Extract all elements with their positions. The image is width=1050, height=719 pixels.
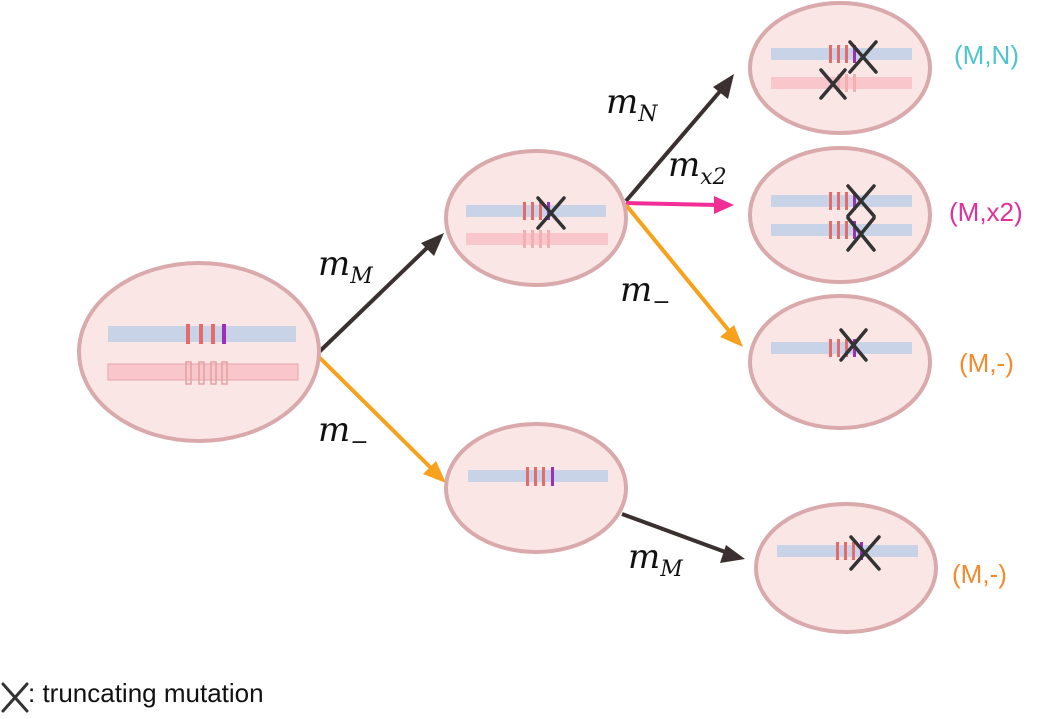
maternal-chromosome: [771, 342, 912, 354]
cell-mminus-2: [754, 502, 938, 634]
truncation-x-icon: [536, 196, 566, 230]
mutation-marks: [526, 467, 554, 486]
cell-mid-top: [444, 149, 628, 287]
truncation-x-icon: [819, 68, 847, 100]
cell-membrane: [748, 146, 932, 284]
mutation-marks: [829, 192, 856, 239]
mutation-marks: [829, 45, 856, 92]
cell-mn: [748, 1, 932, 135]
maternal-chromosome: [777, 545, 918, 557]
maternal-chromosome: [466, 205, 606, 217]
truncation-x-icon: [846, 184, 876, 218]
genotype-label-mn: (M,N): [954, 40, 1019, 70]
arrow-root-to-mid-bottom: [316, 354, 446, 483]
cell-membrane: [748, 1, 932, 135]
arrow-root-to-mid-top: [316, 233, 444, 355]
paternal-chromosome: [466, 233, 608, 245]
rate-label-low-m: mM: [628, 537, 683, 582]
truncation-x-icon: [848, 40, 878, 74]
cell-membrane: [748, 294, 932, 430]
maternal-chromosome: [771, 195, 912, 207]
arrow-mid-bottom-to-right: [621, 512, 745, 563]
arrow-mid-to-mn: [624, 74, 734, 203]
cell-mid-bottom: [444, 422, 628, 554]
rate-label-mid-minus: m−: [620, 270, 671, 315]
genotype-label-mminus-2: (M,-): [952, 559, 1007, 589]
cell-membrane: [77, 261, 321, 443]
cell-mx2: [748, 146, 932, 284]
truncation-x-icon: [846, 216, 876, 252]
rate-label-mid-n: mN: [606, 82, 658, 127]
arrow-mid-to-mx2: [625, 196, 734, 214]
truncation-x-icon: [839, 328, 868, 362]
cell-membrane: [444, 422, 628, 554]
genotype-label-mminus-1: (M,-): [959, 348, 1014, 378]
legend: : truncating mutation: [1, 678, 264, 713]
paternal-chromosome: [771, 77, 912, 89]
truncation-x-icon: [1, 682, 29, 713]
legend-text: : truncating mutation: [28, 678, 264, 708]
cell-mminus-1: [748, 294, 932, 430]
cell-membrane: [444, 149, 628, 287]
mutation-marks: [185, 324, 228, 385]
rate-label-root-down: m−: [318, 410, 369, 455]
cell-root: [77, 261, 321, 443]
paternal-chromosome: [107, 363, 299, 381]
arrows: [316, 74, 745, 563]
cell-membrane: [754, 502, 938, 634]
rate-label-mid-x2: mx2: [668, 145, 727, 190]
truncation-x-icon: [849, 535, 881, 571]
rate-label-root-up: mM: [318, 244, 373, 289]
arrow-mid-to-mminus: [624, 203, 743, 347]
maternal-chromosome: [771, 48, 912, 60]
genotype-label-mx2: (M,x2): [949, 197, 1023, 227]
maternal-chromosome: [468, 470, 608, 482]
maternal-chromosome-copy: [771, 224, 912, 236]
